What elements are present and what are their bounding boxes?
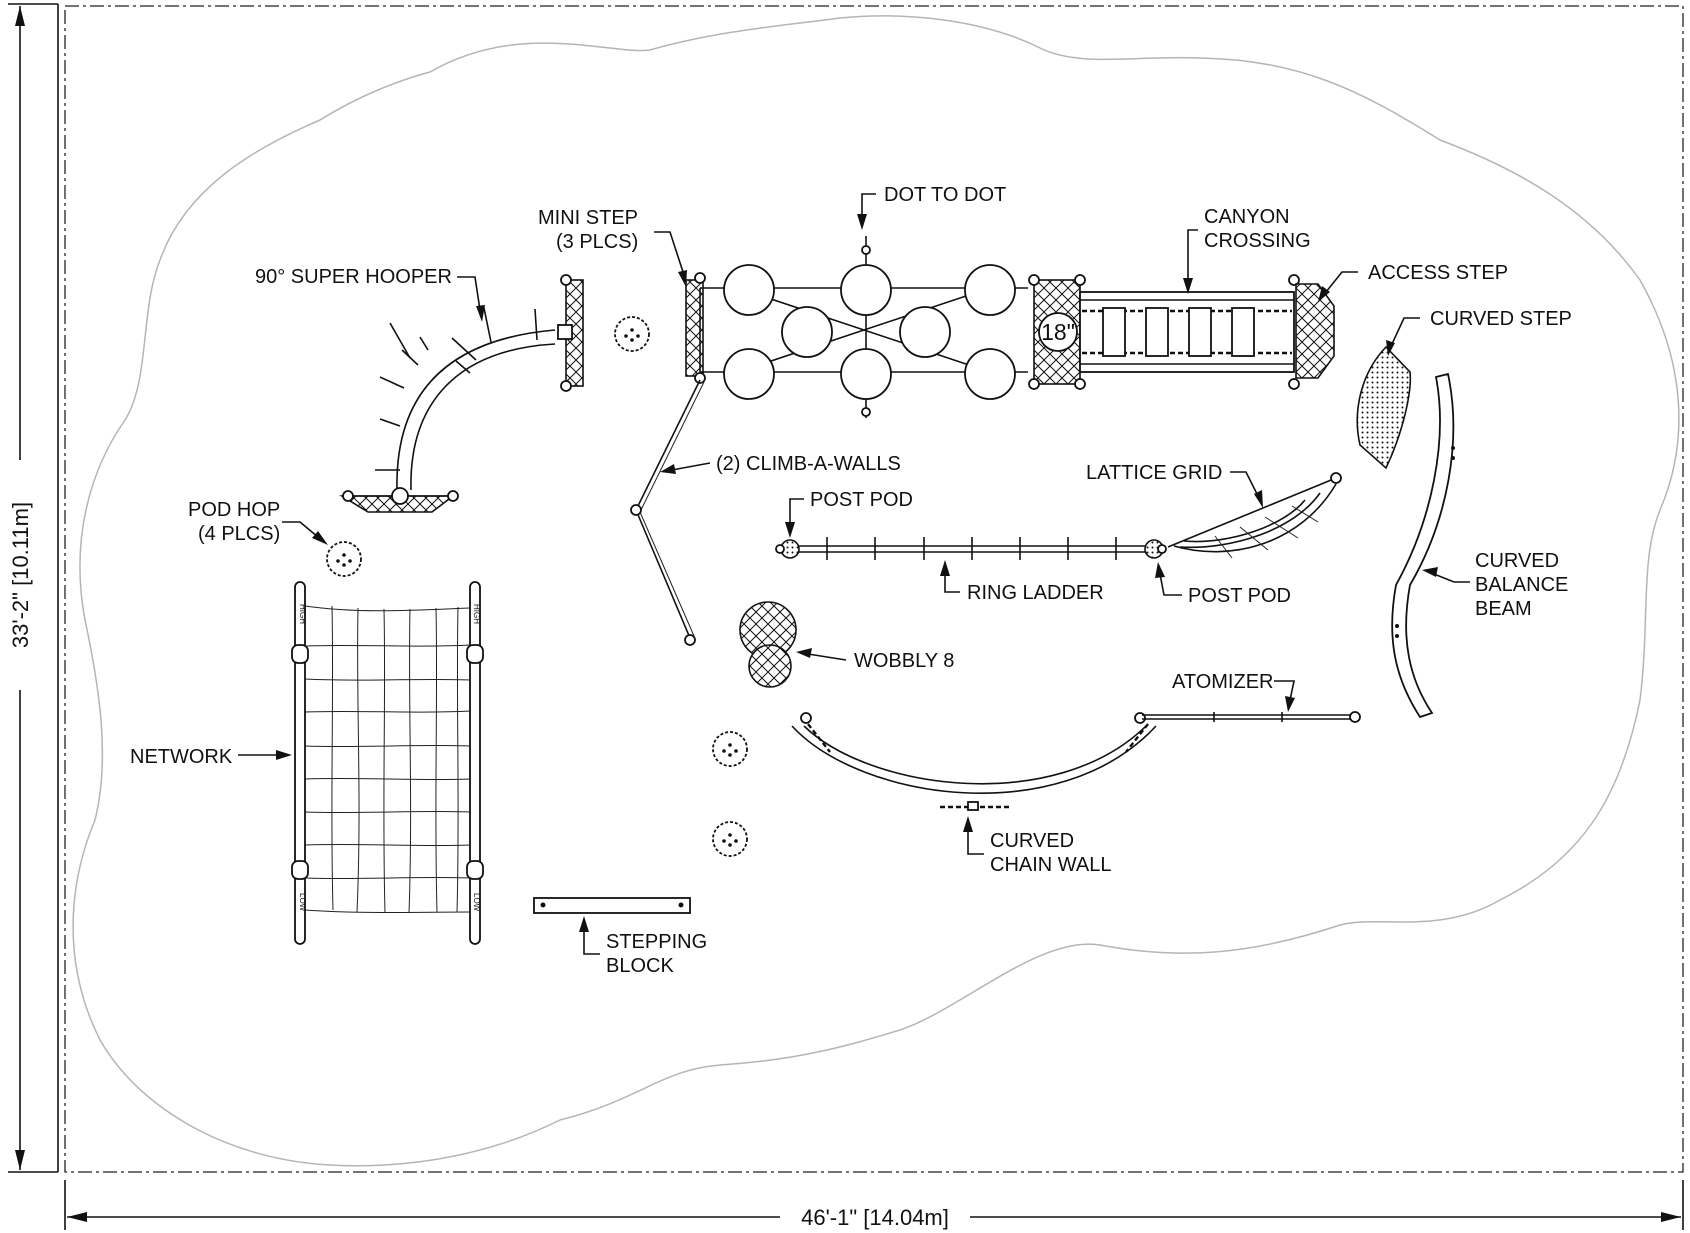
pod-hop xyxy=(712,731,748,767)
net-high-text-2: HIGH xyxy=(472,604,481,624)
mini-step-text-1: MINI STEP xyxy=(538,207,638,229)
plan-frame xyxy=(57,4,1684,1173)
post-pod-label-top: POST POD xyxy=(785,489,913,538)
lattice-grid xyxy=(1167,472,1342,559)
mini-step xyxy=(685,272,706,384)
atomizer-label: ATOMIZER xyxy=(1172,671,1295,712)
curved-step xyxy=(1356,345,1412,470)
pod-hop-text-2: (4 PLCS) xyxy=(198,523,280,545)
access-step-text: ACCESS STEP xyxy=(1368,262,1508,284)
ring-ladder-label: RING LADDER xyxy=(940,560,1104,604)
canyon-crossing-label: CANYON CROSSING xyxy=(1183,206,1311,294)
curved-step-text: CURVED STEP xyxy=(1430,308,1572,330)
pod-hop-label: POD HOP (4 PLCS) xyxy=(188,499,328,545)
use-zone-boundary xyxy=(72,15,1680,1167)
pod-hop xyxy=(614,316,650,352)
stepping-block xyxy=(533,897,691,914)
width-dimension-text: 46'-1" [14.04m] xyxy=(801,1205,949,1230)
dot-to-dot-text: DOT TO DOT xyxy=(884,184,1006,206)
wobbly-8-text: WOBBLY 8 xyxy=(854,650,954,672)
post-pod xyxy=(775,539,800,559)
climb-a-walls-text: (2) CLIMB-A-WALLS xyxy=(716,453,901,475)
stepping-block-text-1: STEPPING xyxy=(606,931,707,953)
deck-height-text: 18" xyxy=(1041,319,1075,345)
wobbly-8 xyxy=(739,601,797,688)
super-hooper xyxy=(339,274,584,513)
curved-balance-beam-text-2: BALANCE xyxy=(1475,574,1568,596)
network: HIGH HIGH LOW LOW xyxy=(291,581,484,945)
mini-step-text-2: (3 PLCS) xyxy=(556,231,638,253)
curved-balance-beam-text-1: CURVED xyxy=(1475,550,1559,572)
curved-balance-beam-label: CURVED BALANCE BEAM xyxy=(1422,550,1568,620)
curved-chain-wall-text-1: CURVED xyxy=(990,830,1074,852)
curved-balance-beam-text-3: BEAM xyxy=(1475,598,1532,620)
net-low-text-1: LOW xyxy=(298,893,307,912)
net-low-text-2: LOW xyxy=(472,893,481,912)
access-step xyxy=(1295,283,1335,379)
post-pod-text-bottom: POST POD xyxy=(1188,585,1291,607)
stepping-block-label: STEPPING BLOCK xyxy=(579,916,707,977)
stepping-block-text-2: BLOCK xyxy=(606,955,674,977)
height-dimension-text: 33'-2" [10.11m] xyxy=(8,502,33,648)
curved-chain-wall-text-2: CHAIN WALL xyxy=(990,854,1112,876)
ring-ladder xyxy=(786,537,1148,560)
pod-hop xyxy=(326,541,362,577)
post-pod xyxy=(1144,539,1167,559)
curved-chain-wall-label: CURVED CHAIN WALL xyxy=(963,816,1112,876)
canyon-crossing xyxy=(1079,274,1300,390)
curved-balance-beam xyxy=(1391,372,1455,719)
canyon-crossing-text-2: CROSSING xyxy=(1204,230,1311,252)
post-pod-text-top: POST POD xyxy=(810,489,913,511)
atomizer xyxy=(1142,711,1361,723)
atomizer-text: ATOMIZER xyxy=(1172,671,1273,693)
pod-hop xyxy=(712,821,748,857)
lattice-grid-label: LATTICE GRID xyxy=(1086,462,1263,508)
super-hooper-label: 90° SUPER HOOPER xyxy=(255,266,485,322)
dot-to-dot-label: DOT TO DOT xyxy=(857,184,1006,230)
lattice-grid-text: LATTICE GRID xyxy=(1086,462,1222,484)
curved-step-label: CURVED STEP xyxy=(1386,308,1572,356)
post-pod-label-bottom: POST POD xyxy=(1155,562,1291,607)
height-dimension: 33'-2" [10.11m] xyxy=(8,3,58,1173)
dot-to-dot xyxy=(699,236,1028,418)
width-dimension: 46'-1" [14.04m] xyxy=(64,1180,1684,1230)
canyon-crossing-text-1: CANYON xyxy=(1204,206,1290,228)
deck: 18" xyxy=(1028,274,1086,390)
wobbly-8-label: WOBBLY 8 xyxy=(796,648,954,672)
climb-a-walls-label: (2) CLIMB-A-WALLS xyxy=(660,453,901,475)
network-label: NETWORK xyxy=(130,746,292,768)
pod-hop-text-1: POD HOP xyxy=(188,499,280,521)
access-step-label: ACCESS STEP xyxy=(1318,262,1508,302)
net-high-text-1: HIGH xyxy=(298,604,307,624)
mini-step-label: MINI STEP (3 PLCS) xyxy=(538,207,687,287)
network-text: NETWORK xyxy=(130,746,233,768)
curved-chain-wall xyxy=(791,712,1157,811)
climb-a-walls xyxy=(630,379,705,646)
ring-ladder-text: RING LADDER xyxy=(967,582,1104,604)
super-hooper-text: 90° SUPER HOOPER xyxy=(255,266,452,288)
